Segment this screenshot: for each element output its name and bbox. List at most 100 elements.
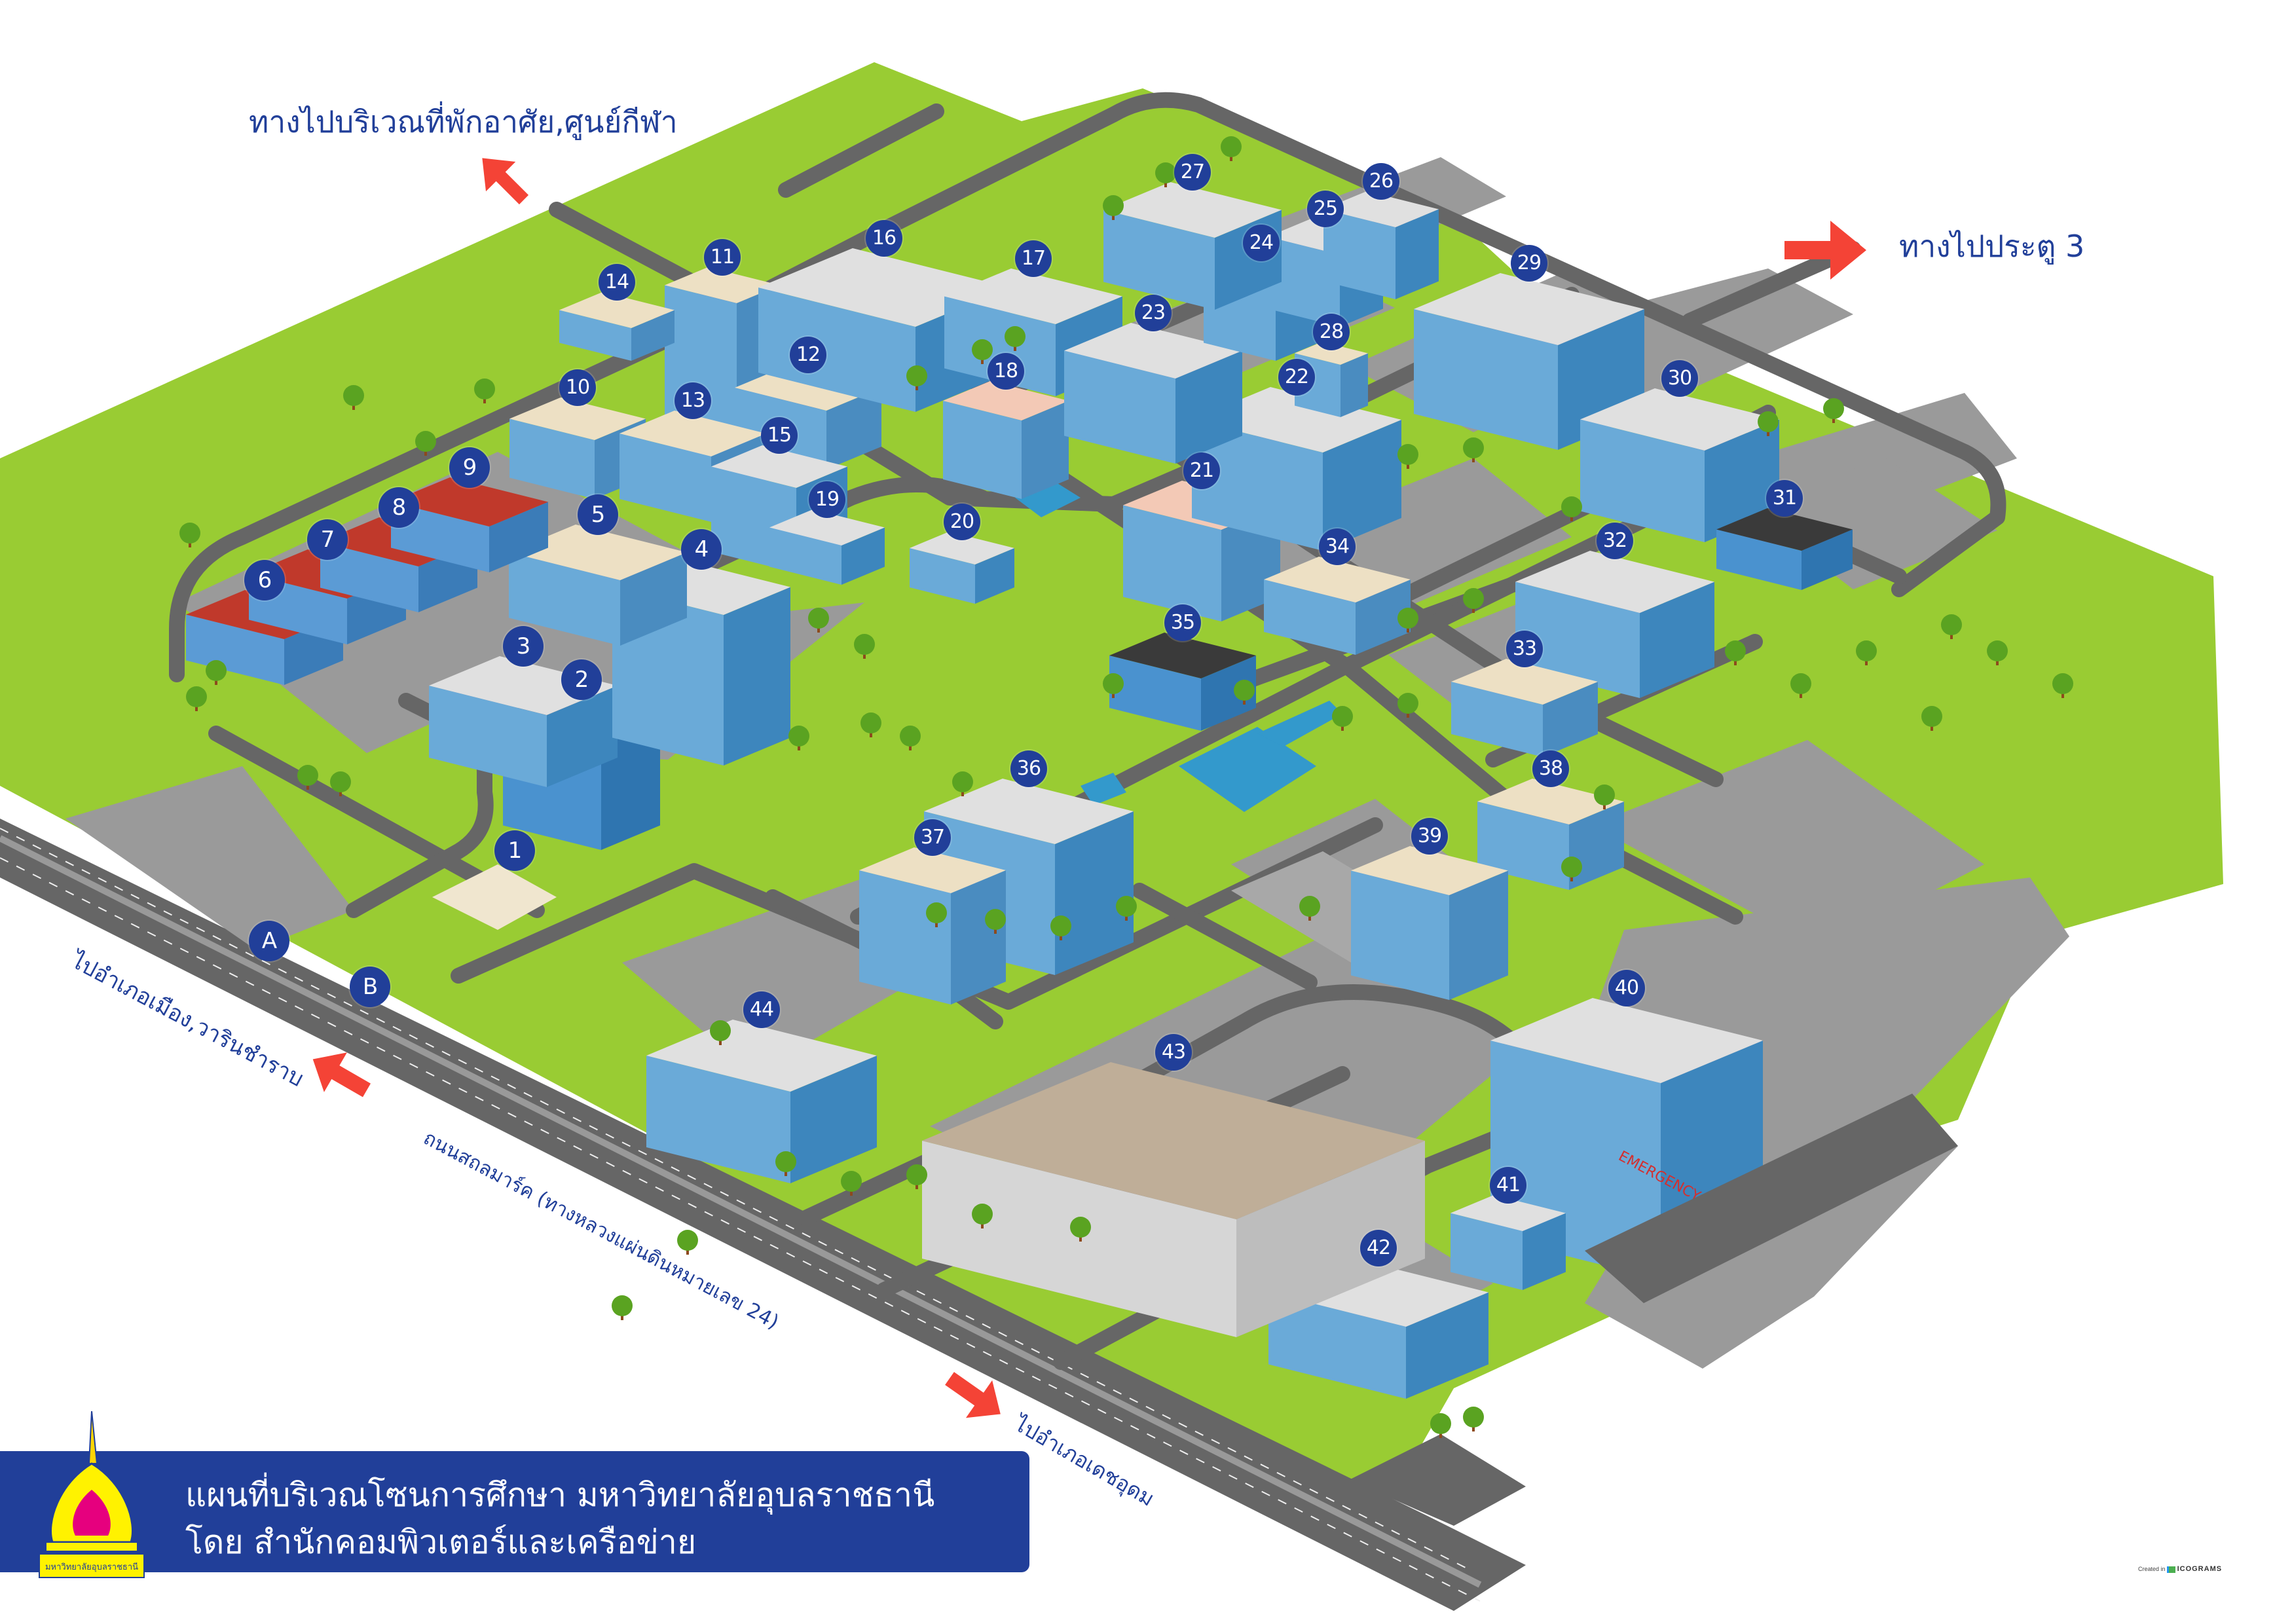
building-marker-A[interactable]: A [249,921,289,961]
building-marker-43[interactable]: 43 [1155,1034,1192,1071]
hospital-parking [1349,1094,1958,1526]
building-marker-31[interactable]: 31 [1766,480,1803,517]
building-27 [1103,182,1282,310]
building-marker-18[interactable]: 18 [988,353,1024,390]
tree-icon [1397,693,1418,718]
tree-icon [906,365,927,390]
building-marker-36[interactable]: 36 [1010,750,1047,787]
building-41 [1451,1195,1566,1290]
building-marker-25[interactable]: 25 [1307,191,1344,227]
building-marker-17[interactable]: 17 [1015,240,1052,277]
building-marker-41[interactable]: 41 [1490,1167,1526,1204]
building-marker-38[interactable]: 38 [1532,750,1569,787]
tree-icon [1725,640,1746,665]
tree-icon [1790,673,1811,698]
building-marker-9[interactable]: 9 [449,447,490,488]
building-marker-13[interactable]: 13 [675,382,711,419]
building-marker-29[interactable]: 29 [1511,245,1547,282]
building-marker-28[interactable]: 28 [1313,314,1350,350]
tree-icon [775,1151,796,1176]
tree-icon [841,1171,862,1196]
logo-text: มหาวิทยาลัยอุบลราชธานี [45,1562,138,1572]
building-28 [1295,342,1368,417]
building-37 [859,847,1006,1005]
tree-icon [612,1295,633,1320]
building-marker-30[interactable]: 30 [1661,360,1698,397]
building-19 [769,509,885,585]
tree-icon [474,378,495,403]
icograms-credit: Created in ICOGRAMS [2138,1565,2222,1573]
credit-brand: ICOGRAMS [2177,1565,2223,1573]
tree-icon [1155,162,1176,187]
tree-icon [972,1204,993,1228]
tree-icon [206,660,227,685]
building-marker-8[interactable]: 8 [379,487,419,528]
building-38 [1477,779,1624,890]
building-marker-35[interactable]: 35 [1164,604,1201,641]
building-marker-16[interactable]: 16 [866,220,902,257]
arrow-southeast-icon [945,1372,1001,1418]
direction-arrows [312,158,1866,1418]
building-29 [1414,273,1644,450]
building-5 [509,525,687,646]
building-34 [1264,557,1411,655]
tree-icon [297,765,318,790]
tree-icon [854,634,875,659]
building-23 [1064,323,1242,464]
building-marker-6[interactable]: 6 [244,560,285,600]
building-marker-24[interactable]: 24 [1243,225,1280,261]
tree-icon [1332,706,1353,731]
building-marker-19[interactable]: 19 [809,481,845,518]
building-marker-14[interactable]: 14 [599,264,635,301]
tree-icon [1430,1413,1451,1438]
building-marker-21[interactable]: 21 [1183,452,1220,489]
tree-icon [186,686,207,711]
building-marker-15[interactable]: 15 [761,417,798,454]
building-marker-1[interactable]: 1 [494,830,535,871]
tree-icon [710,1020,731,1045]
building-marker-33[interactable]: 33 [1506,631,1543,667]
building-marker-42[interactable]: 42 [1360,1230,1397,1266]
building-marker-12[interactable]: 12 [790,337,826,373]
building-26 [1323,191,1439,299]
university-logo-icon: มหาวิทยาลัยอุบลราชธานี [39,1411,145,1578]
building-marker-44[interactable]: 44 [743,991,780,1028]
direction-label-dorm-sports: ทางไปบริเวณที่พักอาศัย,ศูนย์กีฬา [249,104,678,139]
building-31 [1716,508,1853,590]
building-marker-37[interactable]: 37 [914,819,951,856]
tree-icon [330,771,351,796]
building-marker-3[interactable]: 3 [503,626,544,667]
building-marker-26[interactable]: 26 [1363,163,1399,200]
building-marker-4[interactable]: 4 [681,529,722,570]
building-marker-27[interactable]: 27 [1174,154,1211,191]
tree-icon [415,431,436,456]
building-marker-7[interactable]: 7 [307,519,348,560]
building-marker-5[interactable]: 5 [578,494,618,535]
building-marker-39[interactable]: 39 [1411,818,1448,855]
building-marker-22[interactable]: 22 [1278,359,1315,396]
building-marker-20[interactable]: 20 [944,504,980,540]
building-35 [1109,633,1256,731]
tree-icon [1070,1217,1091,1242]
map-title: แผนที่บริเวณโซนการศึกษา มหาวิทยาลัยอุบลร… [185,1476,935,1514]
pond [1015,481,1342,812]
building-marker-32[interactable]: 32 [1597,523,1633,559]
arrow-east-icon [1784,221,1866,280]
building-marker-11[interactable]: 11 [704,239,741,276]
building-marker-40[interactable]: 40 [1608,970,1645,1006]
building-marker-10[interactable]: 10 [559,369,596,406]
building-marker-23[interactable]: 23 [1135,295,1172,331]
arrow-west-icon [312,1052,371,1098]
building-marker-2[interactable]: 2 [561,659,602,700]
building-39 [1351,846,1508,1000]
tree-icon [1823,398,1844,423]
building-marker-34[interactable]: 34 [1319,528,1356,565]
main-highway [0,819,1526,1611]
tree-icon [1463,1407,1484,1431]
direction-label-gate3: ทางไปประตู 3 [1899,229,2085,264]
arrow-northwest-icon [482,158,529,205]
tree-icon [1221,136,1242,161]
tree-icon [677,1230,698,1255]
building-marker-B[interactable]: B [350,967,390,1007]
